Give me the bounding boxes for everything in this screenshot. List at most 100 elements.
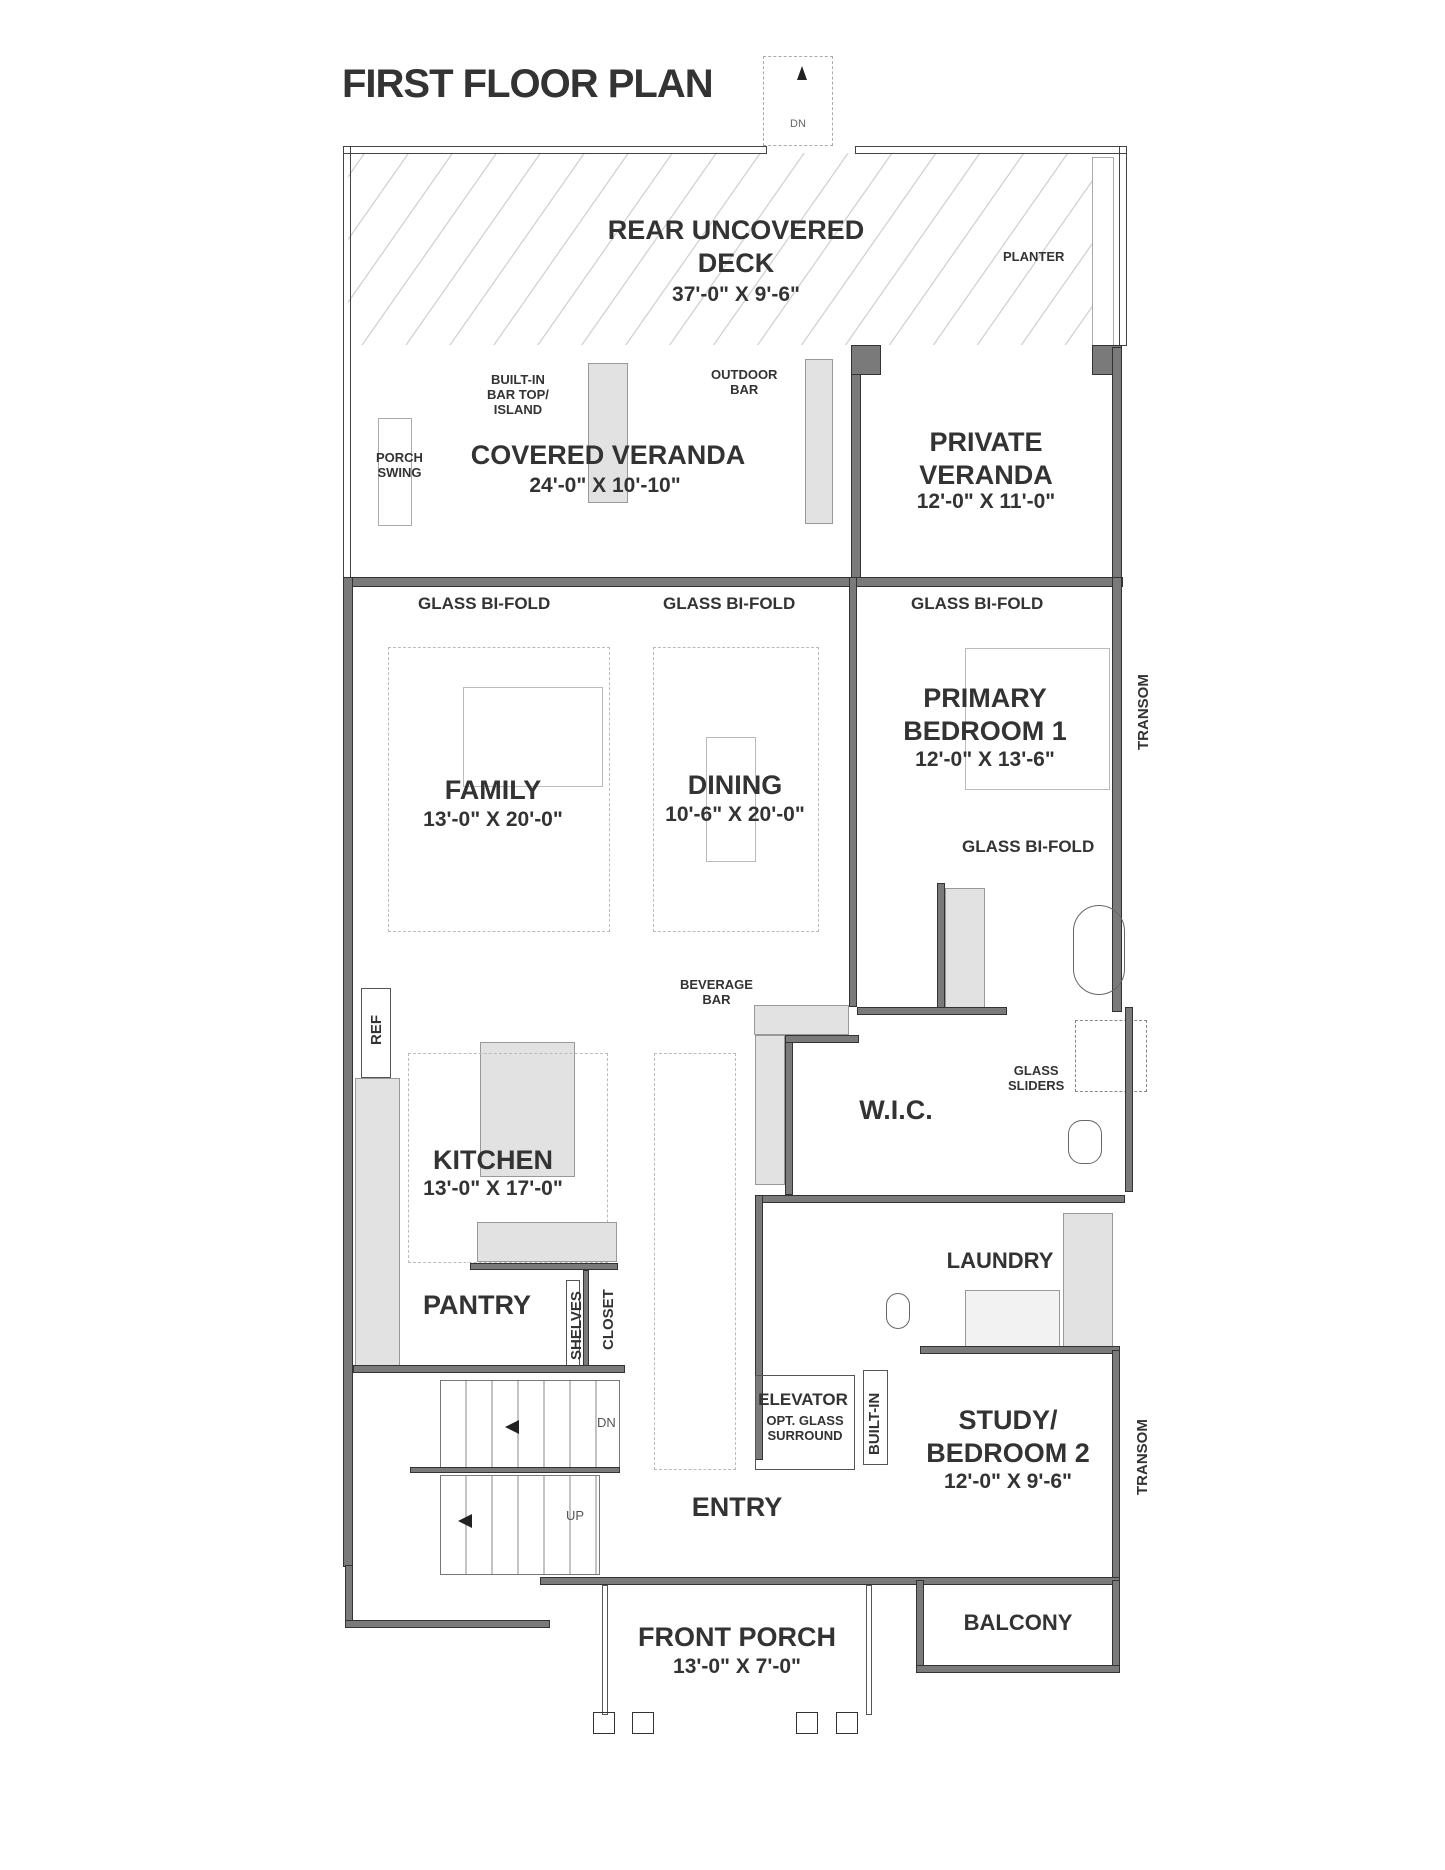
range-counter xyxy=(477,1222,617,1262)
wic-name: W.I.C. xyxy=(859,1095,933,1125)
powder-toilet xyxy=(886,1293,910,1329)
porch-swing-label: PORCH SWING xyxy=(376,450,423,480)
rear-deck-name-2: DECK xyxy=(697,248,775,278)
stair-arrow-dn-icon xyxy=(505,1420,519,1434)
bath-vanity-wall xyxy=(937,883,945,1013)
bathtub xyxy=(1073,905,1125,995)
wall-kitchen-stair xyxy=(353,1365,625,1373)
family-name: FAMILY xyxy=(444,775,542,805)
balcony-wall-left xyxy=(916,1580,924,1672)
kitchen-counter-left xyxy=(355,1078,400,1368)
glass-bifold-label-3: GLASS BI-FOLD xyxy=(911,594,1044,613)
rear-deck-area xyxy=(348,153,1108,345)
wall-front xyxy=(540,1577,1120,1585)
rear-deck-dim: 37'-0" X 9'-6" xyxy=(672,283,800,306)
built-in-bar-island xyxy=(588,363,628,503)
beverage-bar-counter xyxy=(754,1005,849,1035)
hall-cabinet xyxy=(755,1035,785,1185)
rear-deck-stair xyxy=(763,56,833,146)
front-porch-post-4 xyxy=(836,1712,858,1734)
washer-dryer xyxy=(965,1290,1060,1350)
primary-bedroom-name-2: BEDROOM 1 xyxy=(903,716,1067,746)
built-in-cabinet xyxy=(863,1370,888,1465)
family-rug xyxy=(388,647,610,932)
family-dim: 13'-0" X 20'-0" xyxy=(423,808,563,831)
wall-family-bedroom xyxy=(849,577,857,1007)
wall-stair-entry xyxy=(410,1467,620,1473)
wall-left xyxy=(343,577,353,1567)
glass-bifold-label-4: GLASS BI-FOLD xyxy=(962,837,1095,856)
planter xyxy=(1092,157,1114,347)
glass-bifold-label-1: GLASS BI-FOLD xyxy=(418,594,551,613)
wall-laundry-bottom xyxy=(920,1346,1120,1354)
built-in-label: BUILT-IN xyxy=(866,1392,883,1455)
refrigerator xyxy=(361,988,391,1078)
private-veranda-post-left xyxy=(851,345,881,375)
study-dim: 12'-0" X 9'-6" xyxy=(944,1470,1072,1493)
wall-right-lower xyxy=(1112,1350,1120,1580)
balcony-wall-right xyxy=(1112,1580,1120,1672)
glass-bifold-label-2: GLASS BI-FOLD xyxy=(663,594,796,613)
planter-label: PLANTER xyxy=(1003,249,1065,264)
private-veranda-wall-right xyxy=(1112,347,1122,585)
staircase-upper xyxy=(440,1380,620,1470)
wic-wall-top xyxy=(785,1035,859,1043)
wall-front-left-bump xyxy=(345,1565,353,1625)
balcony-name: BALCONY xyxy=(963,1610,1073,1635)
private-veranda-wall-left xyxy=(851,347,861,585)
stair-dn-label: DN xyxy=(790,118,806,130)
kitchen-name: KITCHEN xyxy=(433,1145,553,1175)
front-porch-name: FRONT PORCH xyxy=(638,1622,836,1652)
laundry-name: LAUNDRY xyxy=(946,1248,1054,1273)
shower xyxy=(1075,1020,1147,1092)
covered-veranda-dim: 24'-0" X 10'-10" xyxy=(529,474,681,497)
glass-sliders-label: GLASS SLIDERS xyxy=(1008,1063,1065,1093)
balcony-wall-bottom xyxy=(916,1665,1120,1673)
front-porch-post-3 xyxy=(796,1712,818,1734)
wall-right-upper xyxy=(1112,577,1122,1012)
wall-bath-lower xyxy=(857,1007,1007,1015)
primary-bedroom-dim: 12'-0" X 13'-6" xyxy=(915,748,1055,771)
wall-bath-right xyxy=(1125,1007,1133,1192)
stair-arrow-up-icon xyxy=(797,66,807,80)
entry-name: ENTRY xyxy=(691,1492,783,1522)
deck-railing-right xyxy=(1119,146,1127,346)
dining-table xyxy=(706,737,756,862)
primary-bedroom-name-1: PRIMARY xyxy=(923,683,1047,713)
toilet-primary-bath xyxy=(1068,1120,1102,1164)
plan-title: FIRST FLOOR PLAN xyxy=(342,62,714,106)
wall-rear xyxy=(343,577,1123,587)
hall-rug-outline xyxy=(654,1053,736,1470)
outdoor-bar-label: OUTDOOR BAR xyxy=(711,367,778,397)
covered-veranda-name: COVERED VERANDA xyxy=(470,440,746,470)
deck-railing-left xyxy=(343,146,351,586)
stair-arrow-up-lower-icon xyxy=(458,1514,472,1528)
wall-laundry-top xyxy=(755,1195,1125,1203)
stair-up-text: UP xyxy=(566,1508,585,1523)
front-porch-column-left xyxy=(602,1585,608,1715)
elevator-name: ELEVATOR xyxy=(758,1390,848,1409)
study-name-2: BEDROOM 2 xyxy=(926,1438,1090,1468)
stair-dn-text: DN xyxy=(597,1415,616,1430)
porch-swing xyxy=(378,418,412,526)
laundry-sink-counter xyxy=(1063,1213,1113,1353)
private-veranda-name-2: VERANDA xyxy=(919,460,1053,490)
closet-wall xyxy=(583,1270,589,1370)
elevator-note: OPT. GLASS SURROUND xyxy=(766,1413,844,1443)
outdoor-bar-counter xyxy=(805,359,833,524)
transom-label-2: TRANSOM xyxy=(1134,1419,1151,1495)
closet-label: CLOSET xyxy=(600,1289,617,1350)
pantry-wall-top xyxy=(470,1263,618,1270)
private-veranda-name-1: PRIVATE xyxy=(929,427,1043,457)
transom-label-1: TRANSOM xyxy=(1135,674,1152,750)
front-porch-column-right xyxy=(866,1585,872,1715)
dining-dim: 10'-6" X 20'-0" xyxy=(665,803,805,826)
beverage-bar-label: BEVERAGE BAR xyxy=(680,977,753,1007)
wall-front-left-bottom xyxy=(345,1620,550,1628)
bed xyxy=(965,648,1110,790)
front-porch-dim: 13'-0" X 7'-0" xyxy=(673,1655,801,1678)
deck-railing-top-left xyxy=(343,146,767,154)
pantry-name: PANTRY xyxy=(423,1290,531,1320)
wall-powder-left xyxy=(755,1195,763,1460)
built-in-bar-label: BUILT-IN BAR TOP/ ISLAND xyxy=(487,372,549,417)
